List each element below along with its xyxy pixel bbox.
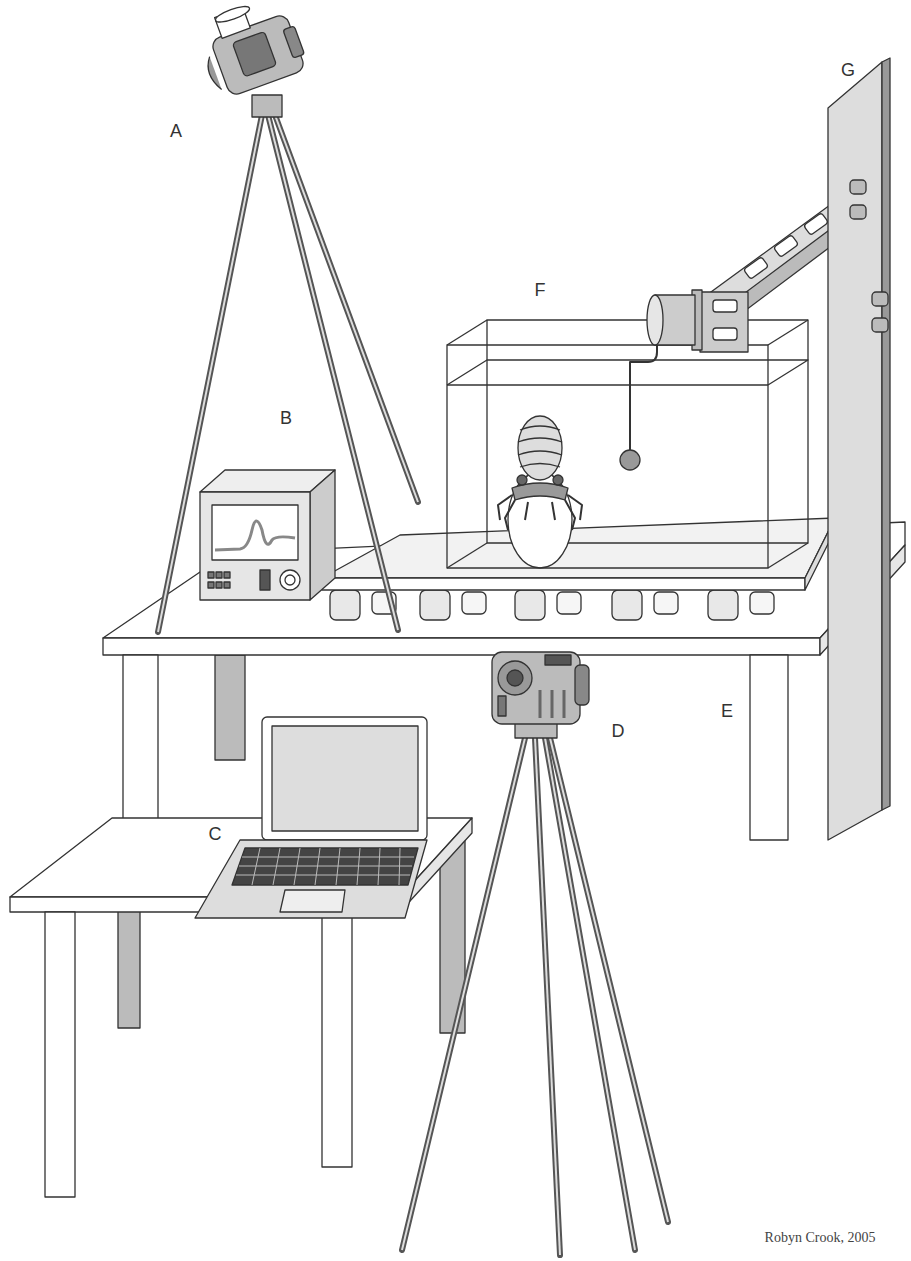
credit-note: Robyn Crook, 2005: [763, 1230, 878, 1246]
part-letter: G: [839, 60, 857, 80]
part-letter: B: [278, 408, 294, 428]
part-letter: E: [719, 701, 735, 721]
cuttlefish: [498, 416, 582, 568]
part-letter: D: [610, 721, 627, 741]
part-letter: A: [168, 121, 184, 141]
part-letter: C: [207, 824, 224, 844]
part-letter: F: [533, 280, 548, 300]
